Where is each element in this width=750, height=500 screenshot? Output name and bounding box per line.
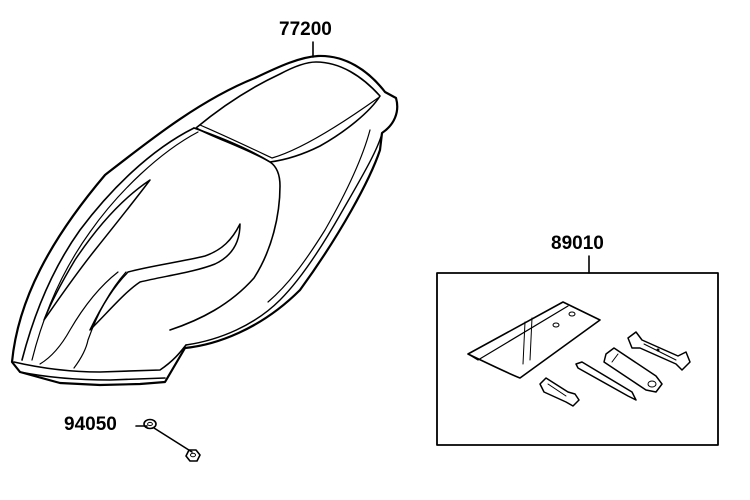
part-number-tool-kit: 89010 [551, 233, 604, 254]
tool-kit-frame [436, 272, 719, 446]
part-number-seat: 77200 [279, 19, 332, 40]
nut-lower [185, 449, 201, 462]
seat-outline [10, 54, 399, 387]
nut-lower-hole [190, 452, 196, 458]
part-number-nut: 94050 [64, 414, 117, 435]
socket-spanner-icon [603, 347, 663, 393]
screwdriver-shaft-icon [575, 361, 637, 401]
seat-side-contour-inner [267, 129, 371, 303]
seat-side-contour [185, 132, 383, 346]
seat-rear-pad-inner [199, 97, 379, 159]
seat-stripe-cut [73, 271, 127, 369]
seat-piping [13, 344, 187, 373]
tool-kit-icon [436, 255, 719, 446]
seat-piping-lower [19, 371, 166, 381]
tool-pouch-icon [467, 301, 601, 379]
seat-icon [10, 41, 399, 387]
wrench-icon [627, 331, 691, 371]
seat-seam [169, 127, 281, 331]
nut-upper [143, 418, 157, 430]
seat-stripe-upper [43, 179, 151, 321]
seat-stripe-cut2 [39, 271, 119, 365]
nut-connector [153, 427, 193, 453]
seat-rear-pad [195, 61, 381, 163]
screwdriver-handle-icon [539, 377, 580, 407]
nut-icon [135, 418, 201, 462]
seat-front-surface [21, 127, 195, 361]
nut-upper-hole [147, 421, 153, 427]
seat-stripe-lower [89, 223, 241, 331]
